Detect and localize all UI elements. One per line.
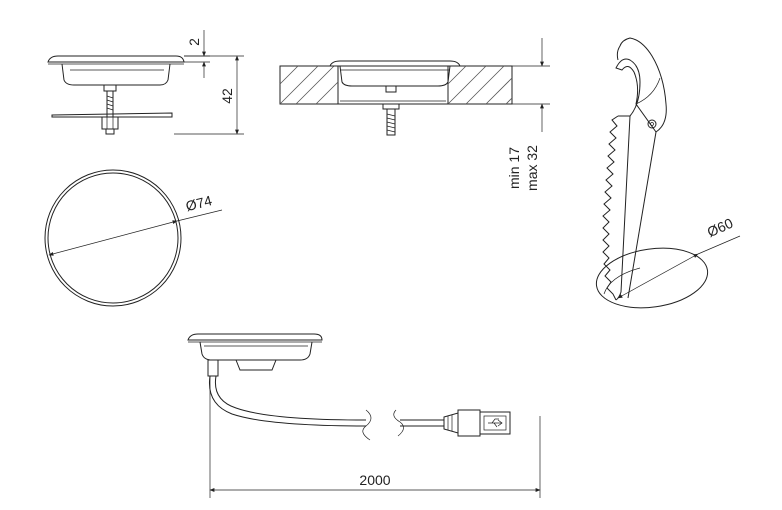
dimension-hole-label: Ø60 bbox=[705, 215, 736, 240]
dimension-max-label: max 32 bbox=[524, 145, 540, 191]
mounted-section-view bbox=[279, 60, 513, 136]
dimension-height-label: 42 bbox=[219, 88, 235, 104]
dimension-diameter-label: Ø74 bbox=[184, 192, 214, 214]
hole-saw-illustration: Ø60 bbox=[595, 37, 741, 309]
cable-view bbox=[187, 333, 511, 441]
usb-icon bbox=[443, 409, 511, 437]
dimension-min-label: min 17 bbox=[506, 147, 522, 189]
saw-icon bbox=[602, 37, 667, 301]
dimension-length-label: 2000 bbox=[359, 472, 390, 488]
side-view-unit bbox=[47, 55, 185, 135]
dimension-lip-label: 2 bbox=[186, 38, 202, 46]
dimension-thickness: min 17 max 32 bbox=[506, 38, 550, 191]
dimension-lip: 2 bbox=[184, 30, 210, 78]
dimension-length: 2000 bbox=[209, 376, 541, 498]
top-view-circle: Ø74 bbox=[44, 169, 223, 307]
dimension-height: 42 bbox=[174, 55, 244, 135]
